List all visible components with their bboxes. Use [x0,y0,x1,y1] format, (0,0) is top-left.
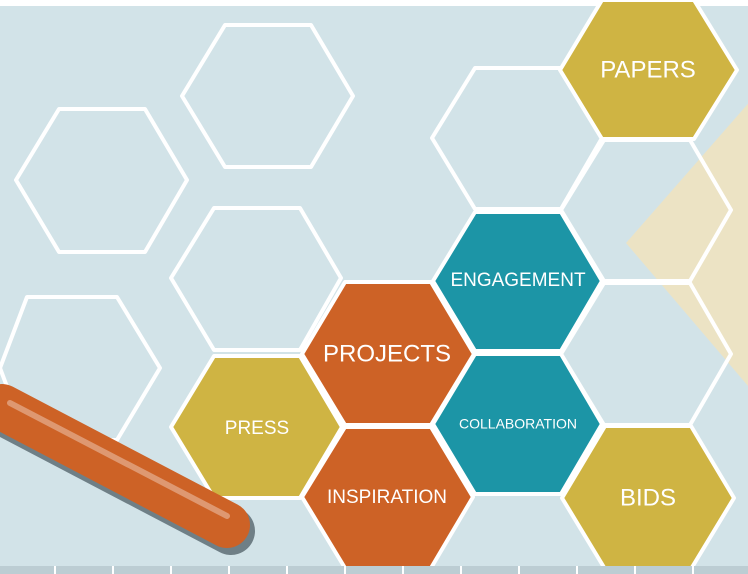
engagement-hexagon [431,210,604,353]
bar-highlight [7,400,230,519]
bar-body [0,384,250,548]
papers-label: PAPERS [600,56,696,83]
bottom-strip [0,566,748,574]
top-band [0,0,748,6]
outline-hexagon [169,206,343,352]
bottom-strip-ticks [54,566,694,574]
engagement-hexagon-button[interactable]: ENGAGEMENT [431,210,604,353]
bottom-strip-band [0,566,748,574]
outline-hexagon [180,23,355,169]
beige-triangle-shape [626,103,748,386]
collaboration-hexagon-button[interactable]: COLLABORATION [431,352,604,496]
press-label: PRESS [225,418,289,439]
projects-label: PROJECTS [323,340,451,367]
collaboration-label: COLLABORATION [459,416,577,432]
outline-hexagon [14,107,189,254]
orange-rounded-bar [0,384,255,555]
engagement-label: ENGAGEMENT [450,270,586,291]
bids-label: BIDS [620,484,676,511]
papers-hexagon [558,0,739,141]
collaboration-hexagon [431,352,604,496]
papers-hexagon-button[interactable]: PAPERS [558,0,739,141]
inspiration-label: INSPIRATION [327,487,447,508]
